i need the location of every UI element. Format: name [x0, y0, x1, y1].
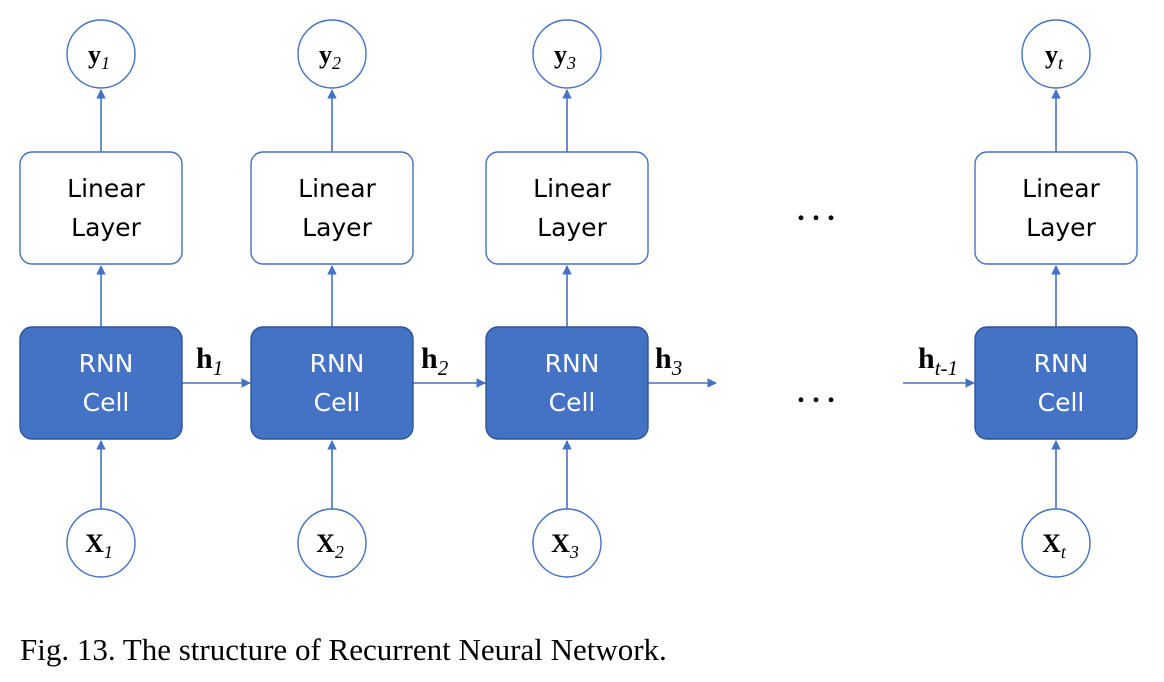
- rnn-cell-box: [19, 326, 183, 440]
- output-label: yt: [1045, 40, 1064, 73]
- output-node: [1021, 19, 1091, 89]
- rnn-cell-box: [974, 326, 1138, 440]
- hidden-state-label: h3: [655, 342, 682, 380]
- input-node: [66, 508, 136, 578]
- output-node: [532, 19, 602, 89]
- output-label: y3: [554, 40, 576, 73]
- linear-layer-box: [250, 151, 414, 265]
- output-label: y1: [88, 40, 110, 73]
- input-label: X1: [85, 529, 113, 562]
- ellipsis: . . .: [797, 194, 835, 227]
- figure-caption: Fig. 13. The structure of Recurrent Neur…: [20, 632, 667, 667]
- input-label: X3: [551, 529, 579, 562]
- output-label: y2: [319, 40, 341, 73]
- input-label: X2: [316, 529, 344, 562]
- input-node: [297, 508, 367, 578]
- input-node: [532, 508, 602, 578]
- hidden-state-label: h2: [421, 342, 449, 380]
- linear-layer-box: [974, 151, 1138, 265]
- output-node: [297, 19, 367, 89]
- linear-layer-box: [485, 151, 649, 265]
- hidden-state-label: h1: [196, 342, 223, 380]
- linear-layer-box: [19, 151, 183, 265]
- ellipsis: . . .: [797, 376, 835, 409]
- input-label: Xt: [1042, 529, 1067, 562]
- input-node: [1021, 508, 1091, 578]
- output-node: [66, 19, 136, 89]
- rnn-cell-box: [250, 326, 414, 440]
- rnn-cell-box: [485, 326, 649, 440]
- hidden-state-label: ht-1: [918, 342, 958, 380]
